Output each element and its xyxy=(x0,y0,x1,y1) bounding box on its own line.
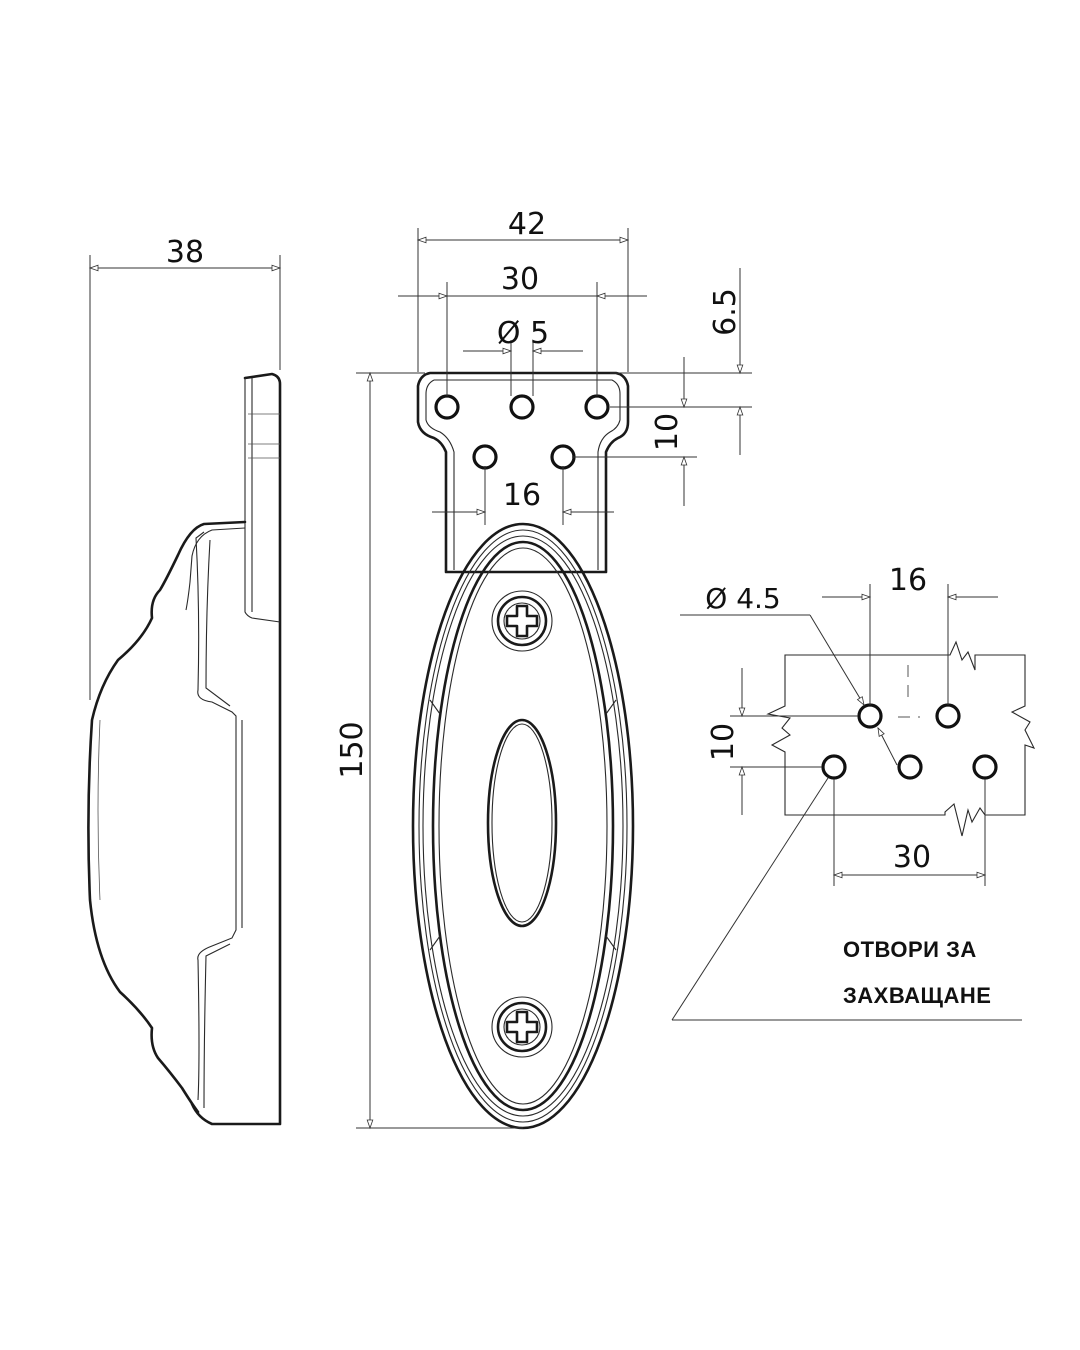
detail-hole xyxy=(935,703,961,729)
dim-label-42: 42 xyxy=(508,207,546,242)
dim-detail-bottom-spacing: 30 xyxy=(832,779,987,886)
phillips-cross-icon xyxy=(505,604,539,638)
note-line-1: ОТВОРИ ЗА xyxy=(843,937,977,962)
dim-hole-diameter: Ø 5 xyxy=(463,316,583,396)
detail-hole xyxy=(821,754,847,780)
dim-label-detail-10: 10 xyxy=(706,723,741,761)
mount-hole xyxy=(472,444,498,470)
screw-top xyxy=(491,590,553,652)
dim-label-38: 38 xyxy=(166,235,204,270)
note-line-2: ЗАХВАЩАНЕ xyxy=(843,983,991,1008)
dim-detail-row-spacing: 10 xyxy=(706,668,858,815)
detail-hole xyxy=(857,703,883,729)
dim-label-diameter-5: Ø 5 xyxy=(497,316,549,351)
dim-label-6-5: 6.5 xyxy=(708,288,743,336)
dim-label-diameter-4-5: Ø 4.5 xyxy=(705,582,780,615)
detail-broken-outline xyxy=(766,640,1036,837)
mount-hole xyxy=(550,444,576,470)
dim-label-detail-30: 30 xyxy=(893,840,931,875)
side-view xyxy=(87,372,282,1126)
front-bracket-plate xyxy=(416,371,630,574)
dim-label-150: 150 xyxy=(335,721,370,778)
mount-hole xyxy=(584,394,610,420)
dim-hole-spacing-top: 30 xyxy=(398,262,647,396)
center-lens xyxy=(486,718,558,928)
dim-label-30: 30 xyxy=(501,262,539,297)
dim-label-16: 16 xyxy=(503,478,541,513)
note-leader: ОТВОРИ ЗА ЗАХВАЩАНЕ xyxy=(671,777,1022,1021)
detail-hole xyxy=(972,754,998,780)
dim-label-detail-16: 16 xyxy=(889,563,927,598)
front-view xyxy=(411,371,635,1130)
dim-overall-height: 150 xyxy=(335,371,523,1130)
detail-view xyxy=(766,640,1036,837)
dim-row-spacing: 10 xyxy=(572,357,697,506)
dim-detail-top-spacing: 16 xyxy=(822,563,998,705)
lamp-outer-rim xyxy=(411,522,635,1130)
side-lamp-body xyxy=(87,520,247,1114)
mount-hole xyxy=(434,394,460,420)
mount-hole xyxy=(509,394,535,420)
dim-label-10: 10 xyxy=(650,413,685,451)
screw-bottom xyxy=(491,996,553,1058)
dim-detail-diameter: Ø 4.5 xyxy=(680,582,898,766)
detail-hole xyxy=(897,754,923,780)
dim-overall-width: 42 xyxy=(416,207,630,372)
phillips-cross-icon xyxy=(505,1010,539,1044)
lamp-inner-rim xyxy=(431,540,615,1112)
dim-hole-spacing-bottom: 16 xyxy=(432,466,614,525)
dim-side-depth: 38 xyxy=(88,235,282,700)
